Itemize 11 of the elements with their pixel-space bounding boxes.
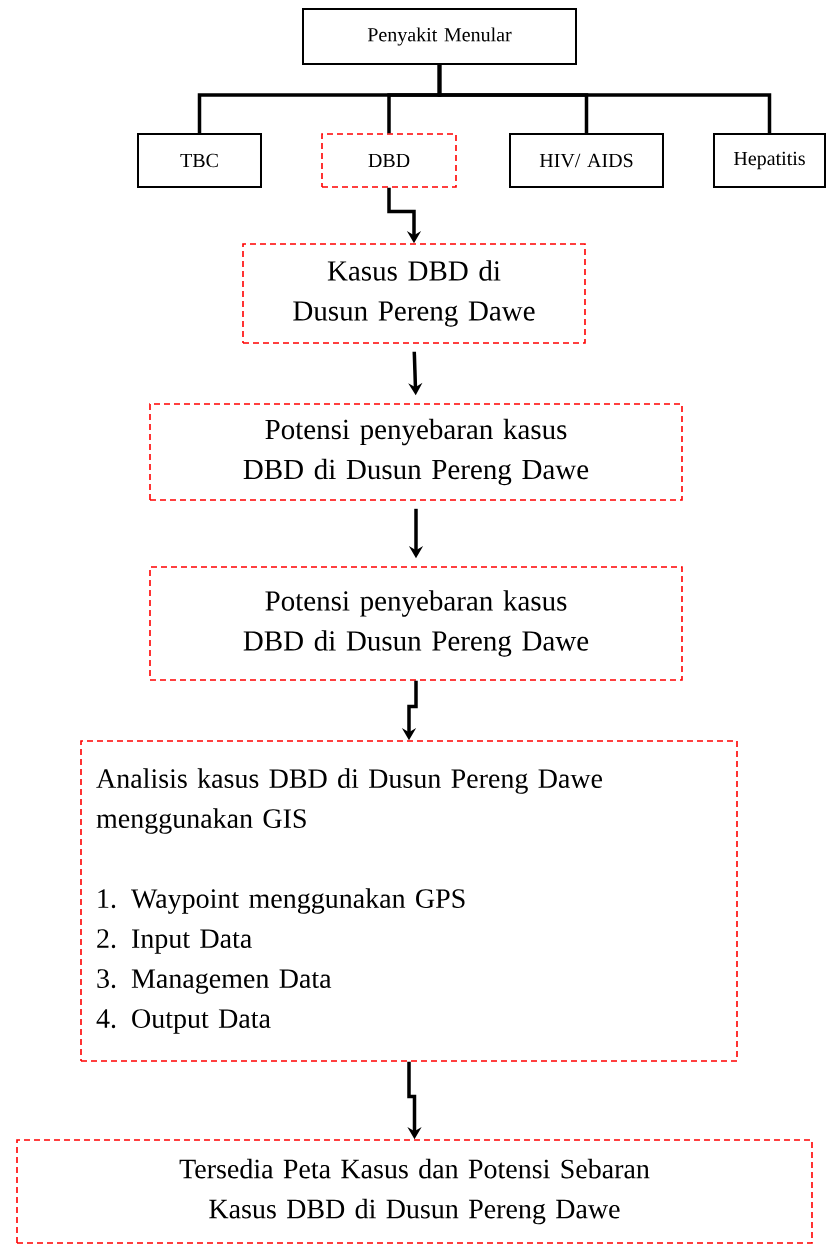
process-box: HIV/ AIDS — [509, 133, 664, 188]
process-box: DBD — [321, 133, 457, 188]
process-box: Hepatitis — [713, 133, 826, 188]
process-box: Potensi penyebaran kasus DBD di Dusun Pereng Dawe — [149, 403, 683, 501]
process-box: TBC — [137, 133, 262, 188]
process-box: Tersedia Peta Kasus dan Potensi Sebaran Kasus DBD di Dusun Pereng Dawe — [16, 1139, 813, 1244]
connector-line — [437, 65, 772, 133]
process-box: Penyakit Menular — [302, 8, 577, 65]
process-box: Kasus DBD di Dusun Pereng Dawe — [242, 243, 586, 344]
process-box: Potensi penyebaran kasus DBD di Dusun Pereng Dawe — [149, 566, 683, 681]
process-box: Analisis kasus DBD di Dusun Pereng Dawe menggunakan GIS 1. Waypoint menggunakan GPS 2. Input Data 3. Managemen Data 4. Output Data — [80, 740, 738, 1062]
